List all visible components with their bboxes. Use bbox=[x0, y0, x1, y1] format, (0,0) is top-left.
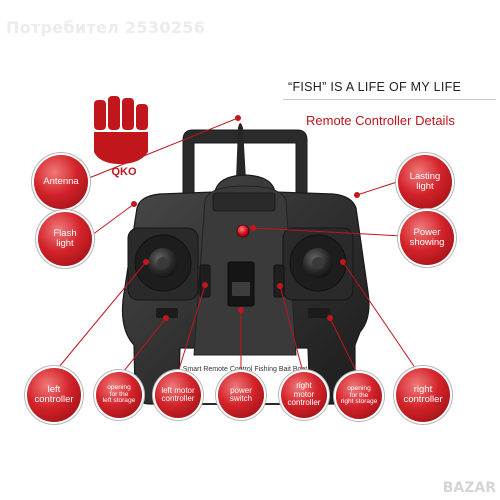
callout-left-controller: left controller bbox=[27, 368, 81, 422]
callout-right-motor-controller: right motor controller bbox=[281, 372, 327, 418]
callout-left-motor-controller: left motor controller bbox=[155, 372, 201, 418]
headline-divider bbox=[283, 99, 496, 100]
callout-antenna: Antenna bbox=[34, 155, 88, 209]
callout-flash-light: Flash light bbox=[38, 212, 92, 266]
svg-text:QKO: QKO bbox=[111, 166, 137, 178]
callout-opening-right-storage: opening for the right storage bbox=[336, 373, 382, 419]
user-watermark: Потребител 2530256 bbox=[6, 18, 206, 37]
callout-right-controller: right controller bbox=[396, 368, 450, 422]
left-storage-latch bbox=[156, 308, 178, 318]
left-motor-trim bbox=[199, 264, 211, 298]
subheadline: Remote Controller Details bbox=[306, 113, 455, 128]
device-label: Smart Remote Control Fishing Bait Boat bbox=[183, 366, 308, 373]
bazar-corner-logo: BAZAR bbox=[442, 480, 496, 496]
callout-lasting-light: Lasting light bbox=[398, 155, 452, 209]
right-storage-latch bbox=[308, 308, 330, 318]
callout-power-switch: power switch bbox=[218, 372, 264, 418]
right-motor-trim bbox=[273, 264, 285, 298]
top-display-window bbox=[212, 192, 276, 212]
power-led bbox=[236, 224, 250, 238]
callout-opening-left-storage: opening for the left storage bbox=[96, 372, 142, 418]
power-switch-knob bbox=[232, 282, 250, 296]
antenna bbox=[236, 123, 246, 180]
callout-leader-lines bbox=[53, 115, 423, 379]
qko-fist-logo: QKO bbox=[90, 94, 152, 178]
headline: “FISH” IS A LIFE OF MY LIFE bbox=[288, 80, 462, 94]
callout-power-showing: Power showing bbox=[400, 211, 454, 265]
